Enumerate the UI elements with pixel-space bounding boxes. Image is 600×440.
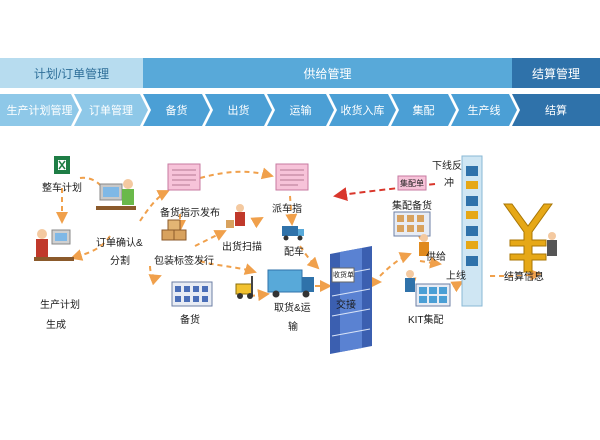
label-vehicle-plan: 整车计划 <box>42 183 82 194</box>
assembly-rack-icon <box>393 211 431 237</box>
label-assembly-prep: 集配备货 <box>392 201 432 212</box>
label-prep-instruction: 备货指示发布 <box>160 208 220 219</box>
band-supply: 供给管理 <box>143 58 512 88</box>
step-label: 出货 <box>227 105 250 117</box>
step-order: 订单管理 <box>74 94 148 126</box>
step-label: 结算 <box>545 105 567 117</box>
label-package-issue: 包装标签发行 <box>154 256 214 267</box>
band-settle: 结算管理 <box>512 58 600 88</box>
stocking-rack-icon <box>171 281 213 307</box>
step-line: 生产线 <box>451 94 517 126</box>
package-boxes-icon <box>161 219 187 241</box>
label-pickup-transport-2: 输 <box>288 322 298 333</box>
band-supply-label: 供给管理 <box>303 66 352 81</box>
step-label: 订单管理 <box>89 105 133 117</box>
supply-worker-icon <box>405 234 429 292</box>
label-prod-plan-1: 生产计划 <box>40 300 80 311</box>
assembly-tag-icon <box>397 175 427 191</box>
step-label: 备货 <box>165 105 188 117</box>
label-handover: 交接 <box>336 300 356 311</box>
step-label: 集配 <box>412 105 435 117</box>
label-offline-feedback-2: 冲 <box>444 178 454 189</box>
label-ship-scan: 出货扫描 <box>222 242 262 253</box>
label-kit-assembly: KIT集配 <box>408 315 444 326</box>
label-online: 上线 <box>446 271 466 282</box>
dispatch-truck-icon <box>282 226 304 241</box>
step-label: 生产计划管理 <box>6 105 73 117</box>
forklift-icon <box>235 276 253 299</box>
label-order-confirm-2: 分割 <box>110 256 130 267</box>
label-prod-plan-2: 生成 <box>46 320 66 331</box>
label-order-confirm-1: 订单确认& <box>96 238 143 249</box>
label-dispatch-order: 派车指 <box>272 204 302 215</box>
step-receiving: 收货入库 <box>329 94 396 126</box>
production-line-icon <box>461 155 483 307</box>
label-stocking: 备货 <box>180 315 200 326</box>
step-assembly: 集配 <box>391 94 456 126</box>
band-plan: 计划/订单管理 <box>0 58 143 88</box>
dispatch-doc-icon <box>275 163 309 191</box>
excel-plan-icon <box>54 156 70 174</box>
process-steps: 生产计划管理 订单管理 备货 出货 运输 收货入库 集配 生产线 结算 <box>0 94 600 126</box>
prep-instruction-doc-icon <box>167 163 201 191</box>
step-prod-plan: 生产计划管理 <box>0 94 79 126</box>
process-diagram <box>34 155 557 354</box>
order-worker-icon <box>96 179 136 210</box>
label-pickup-transport-1: 取货&运 <box>274 303 311 314</box>
kit-cart-icon <box>415 283 451 307</box>
step-label: 收货入库 <box>340 105 385 117</box>
band-plan-label: 计划/订单管理 <box>33 66 110 81</box>
label-offline-feedback-1: 下线反 <box>432 161 462 172</box>
step-transport: 运输 <box>267 94 334 126</box>
yen-settlement-icon <box>503 203 557 273</box>
transport-truck-icon <box>267 269 314 298</box>
label-assembly-tag: 集配单 <box>400 179 424 188</box>
handover-shelves-icon <box>330 246 372 354</box>
band-settle-label: 结算管理 <box>531 66 580 81</box>
step-label: 生产线 <box>467 105 501 117</box>
label-pickup-supply: 供给 <box>426 252 446 263</box>
step-settlement: 结算 <box>512 94 600 126</box>
planner-icon <box>34 229 74 261</box>
label-settle-info: 结算信息 <box>504 272 544 283</box>
step-ship: 出货 <box>205 94 272 126</box>
scan-worker-icon <box>226 204 245 228</box>
step-label: 运输 <box>289 105 312 117</box>
step-stocking: 备货 <box>143 94 210 126</box>
label-receive-tag: 收货单 <box>333 272 354 279</box>
label-dispatch: 配车 <box>284 247 304 258</box>
